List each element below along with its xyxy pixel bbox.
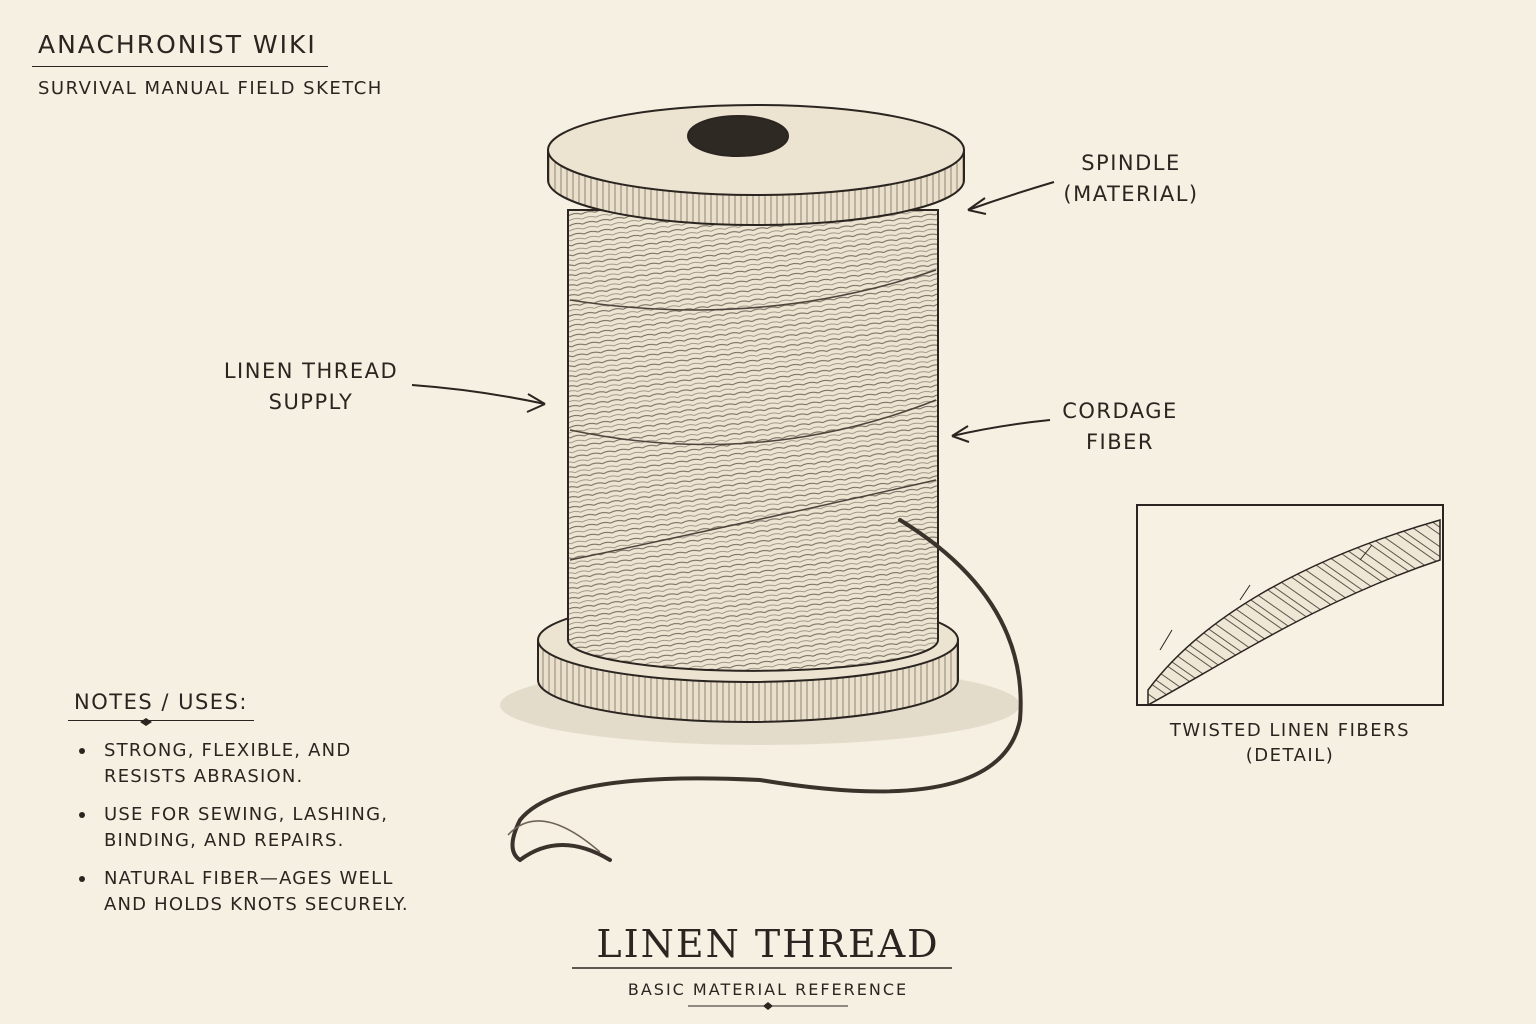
note-item-line: and holds knots securely. <box>104 894 409 915</box>
wiki-subtitle: Survival Manual Field Sketch <box>38 78 383 99</box>
callout-spindle-line1: Spindle <box>1081 151 1181 175</box>
twisted-rope <box>1147 519 1441 707</box>
note-item-line: Use for sewing, lashing, <box>104 804 389 825</box>
footer-subtitle: Basic Material Reference <box>627 980 909 999</box>
callout-spindle: Spindle (Material) <box>1046 148 1216 210</box>
callout-cordage: Cordage Fiber <box>1040 396 1200 458</box>
arrow-spindle <box>967 181 1055 215</box>
spindle-hole <box>687 115 789 157</box>
inset-caption-line2: (Detail) <box>1245 745 1335 766</box>
inset-caption: Twisted Linen Fibers (Detail) <box>1140 718 1440 768</box>
callout-cordage-line2: Fiber <box>1085 430 1155 454</box>
footer-ornament <box>763 1002 773 1010</box>
note-item-line: resists abrasion. <box>104 766 304 787</box>
note-item-line: binding, and repairs. <box>104 830 345 851</box>
loose-thread <box>510 518 1023 862</box>
notes-heading-rule <box>68 720 254 721</box>
wiki-title: Anachronist Wiki <box>38 30 317 59</box>
callout-linen-supply: Linen Thread Supply <box>206 356 416 418</box>
thread-cross-wrap <box>569 269 937 561</box>
wiki-title-rule <box>32 66 328 67</box>
note-item: Natural fiber—ages well and holds knots … <box>76 866 436 918</box>
callout-cordage-line1: Cordage <box>1062 399 1178 423</box>
notes-heading: Notes / Uses: <box>74 690 248 714</box>
callout-linen-line1: Linen Thread <box>223 359 399 383</box>
note-item: Use for sewing, lashing, binding, and re… <box>76 802 436 854</box>
notes-list: Strong, flexible, and resists abrasion. … <box>76 738 436 930</box>
thread-body <box>567 209 939 672</box>
note-item-line: Natural fiber—ages well <box>104 868 394 889</box>
inset-detail-box <box>1136 504 1444 707</box>
inset-caption-line1: Twisted Linen Fibers <box>1169 720 1411 741</box>
callout-spindle-line2: (Material) <box>1063 182 1199 206</box>
arrow-linen-supply <box>411 384 546 413</box>
footer-title: Linen Thread <box>596 922 940 966</box>
note-item: Strong, flexible, and resists abrasion. <box>76 738 436 790</box>
arrow-cordage <box>951 419 1051 443</box>
note-item-line: Strong, flexible, and <box>104 740 352 761</box>
callout-linen-line2: Supply <box>268 390 354 414</box>
